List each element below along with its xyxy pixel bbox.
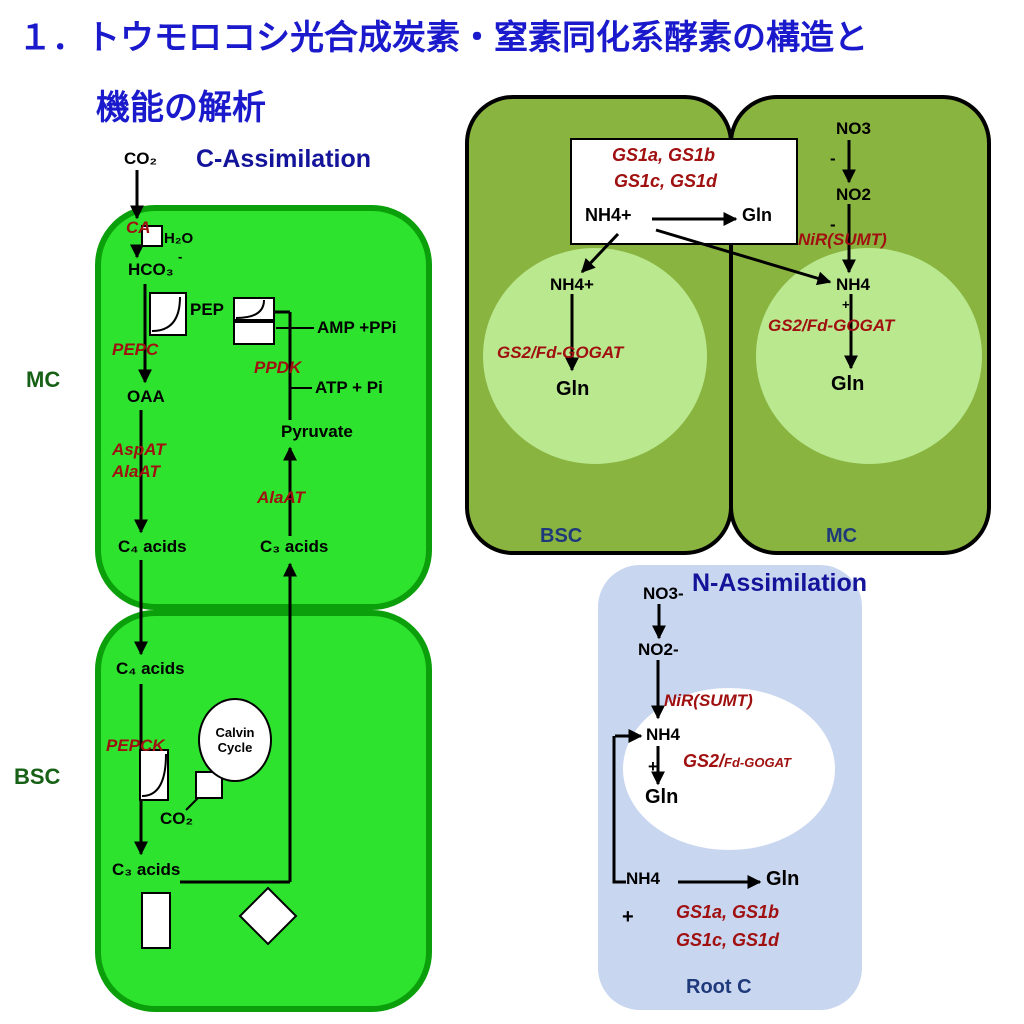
gs1-root-line1: GS1a, GS1b	[676, 902, 780, 922]
gs2-fd-gogat-root-label: GS2/Fd-GOGAT	[683, 751, 791, 772]
amp-ppi-label: AMP +PPi	[317, 318, 397, 337]
gln-bsc-label: Gln	[556, 378, 590, 400]
c3-acids-bsc-label: C₃ acids	[112, 860, 181, 879]
pepc-enzyme-label: PEPC	[112, 340, 159, 359]
no2-root-label: NO2-	[638, 640, 679, 659]
atp-pi-label: ATP + Pi	[315, 378, 383, 397]
alaat-enzyme-label: AlaAT	[112, 462, 160, 481]
mc-cell-label: MC	[26, 367, 61, 392]
plus-mc-label: +	[842, 297, 850, 312]
gs1-isoforms-line2: GS1c, GS1d	[614, 171, 718, 191]
co2-label: CO₂	[124, 149, 158, 168]
no3-label: NO3	[836, 119, 871, 138]
mc-nitrogen-cell-label: MC	[826, 525, 858, 547]
nh4-bsc-label: NH4+	[550, 275, 594, 294]
calvin-cycle-ellipse: Calvin Cycle	[198, 698, 272, 782]
h2o-label: H₂O	[164, 230, 194, 247]
ppdk-enzyme-label: PPDK	[254, 358, 302, 377]
gln-box-label: Gln	[742, 205, 772, 225]
no3-minus-label: -	[830, 149, 836, 168]
hco3-minus-label: -	[178, 249, 183, 264]
plus-plastid-label: +	[648, 757, 658, 776]
hco3-label: HCO₃	[128, 260, 174, 279]
nir-sumt-enzyme-label: NiR(SUMT)	[798, 230, 887, 249]
c-assimilation-heading: C-Assimilation	[196, 145, 372, 173]
aspat-enzyme-label: AspAT	[112, 440, 166, 459]
pyruvate-label: Pyruvate	[281, 422, 353, 441]
plus-cytosol-label: +	[622, 906, 634, 928]
c4-acids-mc-label: C₄ acids	[118, 537, 187, 556]
nir-sumt-root-label: NiR(SUMT)	[664, 691, 753, 710]
no2-minus-label: -	[830, 215, 836, 234]
pep-label: PEP	[190, 300, 225, 319]
nh4-box-label: NH4+	[585, 205, 632, 225]
bsc-chloroplast-ellipse	[483, 248, 707, 464]
c3-acids-mc-label: C₃ acids	[260, 537, 329, 556]
n-assimilation-heading: N-Assimilation	[692, 569, 868, 597]
calvin-cycle-label-line1: Calvin	[215, 725, 255, 740]
gln-cytosol-label: Gln	[766, 868, 800, 890]
no3-root-label: NO3-	[643, 584, 684, 603]
oaa-label: OAA	[127, 387, 165, 406]
gs2-fd-gogat-bsc-label: GS2/Fd-GOGAT	[497, 343, 624, 362]
calvin-cycle-label-line2: Cycle	[217, 740, 253, 755]
gln-plastid-label: Gln	[645, 786, 679, 808]
pepck-enzyme-label: PEPCK	[106, 736, 165, 755]
alaat2-enzyme-label: AlaAT	[257, 488, 305, 507]
gs2-root-part: GS2/	[683, 751, 725, 771]
bsc-cell-label: BSC	[14, 764, 61, 789]
ca-enzyme-label: CA	[126, 218, 151, 237]
gs1-root-line2: GS1c, GS1d	[676, 930, 780, 950]
slide-title-line2: 機能の解析	[96, 89, 266, 127]
gln-mc-label: Gln	[831, 373, 865, 395]
mesophyll-cell-shape	[95, 205, 432, 610]
fd-gogat-root-part: Fd-GOGAT	[724, 755, 791, 770]
co2-bsc-label: CO₂	[160, 809, 194, 828]
nh4-plastid-label: NH4	[646, 725, 681, 744]
bsc-nitrogen-cell-label: BSC	[540, 525, 583, 547]
mc-chloroplast-ellipse	[756, 248, 982, 464]
gs1-isoforms-line1: GS1a, GS1b	[612, 145, 716, 165]
nh4-mc-label: NH4	[836, 275, 871, 294]
slide-title-line1: １．トウモロコシ光合成炭素・窒素同化系酵素の構造と	[18, 19, 868, 57]
c4-acids-bsc-label: C₄ acids	[116, 659, 185, 678]
no2-label: NO2	[836, 185, 871, 204]
gs1-isoform-box	[570, 138, 798, 245]
gs2-fd-gogat-mc-label: GS2/Fd-GOGAT	[768, 316, 895, 335]
nh4-cytosol-label: NH4	[626, 869, 661, 888]
root-cell-label: Root C	[686, 976, 752, 998]
